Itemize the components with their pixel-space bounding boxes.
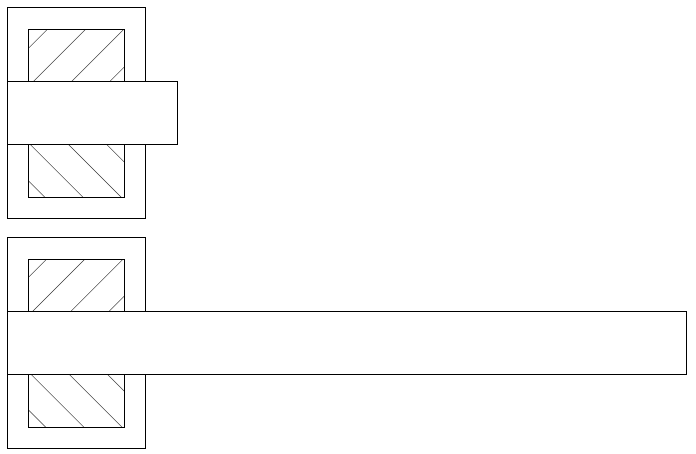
upper-hatched-region-top [28, 29, 125, 82]
lower-long-bar [7, 311, 687, 375]
upper-assembly [7, 7, 178, 219]
upper-hatched-region-bottom [28, 144, 125, 198]
lower-assembly [7, 237, 687, 449]
upper-short-bar [7, 81, 178, 145]
lower-hatched-region-bottom [28, 374, 125, 428]
lower-hatched-region-top [28, 259, 125, 312]
